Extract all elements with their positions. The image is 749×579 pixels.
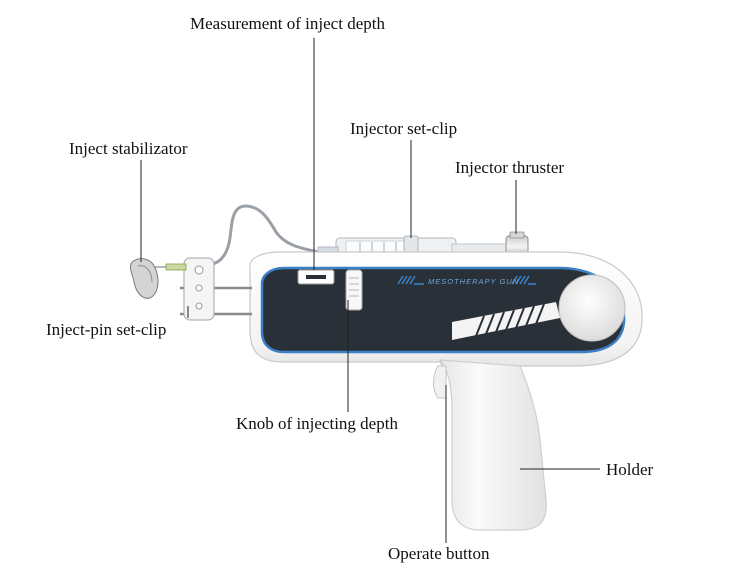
panel-blue-stripes: [397, 275, 536, 285]
label-injector-thruster: Injector thruster: [455, 158, 565, 177]
gun-grip: [438, 359, 547, 531]
label-inject-pin-set-clip: Inject-pin set-clip: [46, 320, 167, 339]
stabilizator-cup: [129, 258, 159, 299]
label-injector-set-clip: Injector set-clip: [350, 119, 458, 138]
label-measurement: Measurement of inject depth: [190, 14, 385, 33]
needle-head: [152, 257, 215, 321]
label-inject-stabilizator: Inject stabilizator: [69, 139, 188, 158]
label-holder: Holder: [606, 460, 654, 479]
injection-tube: [211, 204, 319, 266]
label-knob-depth: Knob of injecting depth: [236, 414, 398, 433]
label-operate-button: Operate button: [388, 544, 490, 563]
round-side-button: [558, 274, 626, 342]
brand-text: MESOTHERAPY GUN: [428, 277, 519, 286]
depth-knob: [345, 269, 363, 311]
operate-button: [433, 365, 447, 399]
